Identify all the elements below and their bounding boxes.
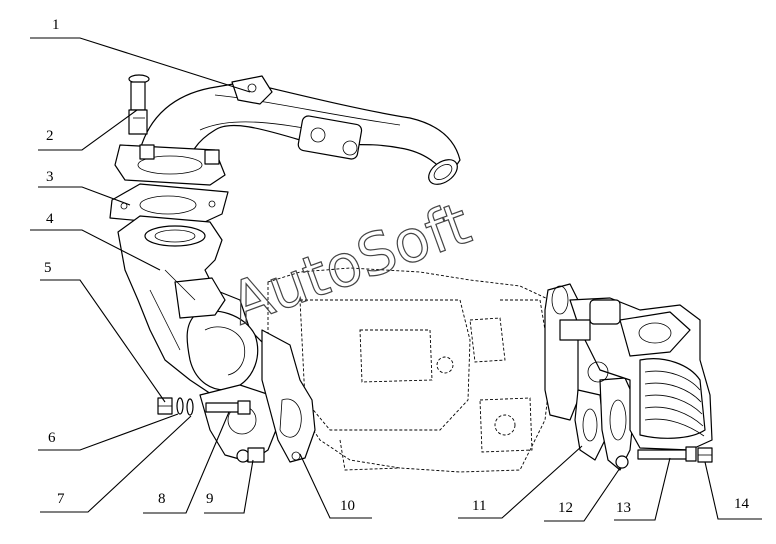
callout-14: 14 <box>734 496 750 512</box>
part-10-gasket <box>261 329 316 463</box>
part-14-nut <box>697 447 713 463</box>
egr-cooler-assembly <box>559 297 713 451</box>
part-8-stud <box>205 400 251 415</box>
part-12-right-gasket <box>599 377 636 471</box>
callout-11: 11 <box>472 498 486 514</box>
callout-8: 8 <box>158 491 166 507</box>
leader-lines <box>30 37 762 522</box>
part-5-nut <box>157 397 173 415</box>
callout-13: 13 <box>616 500 631 516</box>
callout-3: 3 <box>46 169 54 185</box>
callout-2: 2 <box>46 128 54 144</box>
callout-10: 10 <box>340 498 355 514</box>
callout-12: 12 <box>558 500 573 516</box>
callout-6: 6 <box>48 430 56 446</box>
part-2-bolt <box>128 74 150 135</box>
callout-7: 7 <box>57 491 65 507</box>
part-4-manifold <box>117 215 276 416</box>
part-6-washer <box>176 397 184 415</box>
watermark-text: AutoSoft <box>222 189 479 338</box>
callout-4: 4 <box>46 211 54 227</box>
callout-9: 9 <box>206 491 214 507</box>
callout-5: 5 <box>44 260 52 276</box>
callout-1: 1 <box>52 17 60 33</box>
part-11-right-flange <box>544 283 606 461</box>
part-1-pipe <box>114 75 461 186</box>
part-13-bolt <box>637 446 697 462</box>
part-3-gasket <box>109 183 229 227</box>
engine-block-outline <box>267 267 553 473</box>
part-7-washer <box>186 398 194 416</box>
